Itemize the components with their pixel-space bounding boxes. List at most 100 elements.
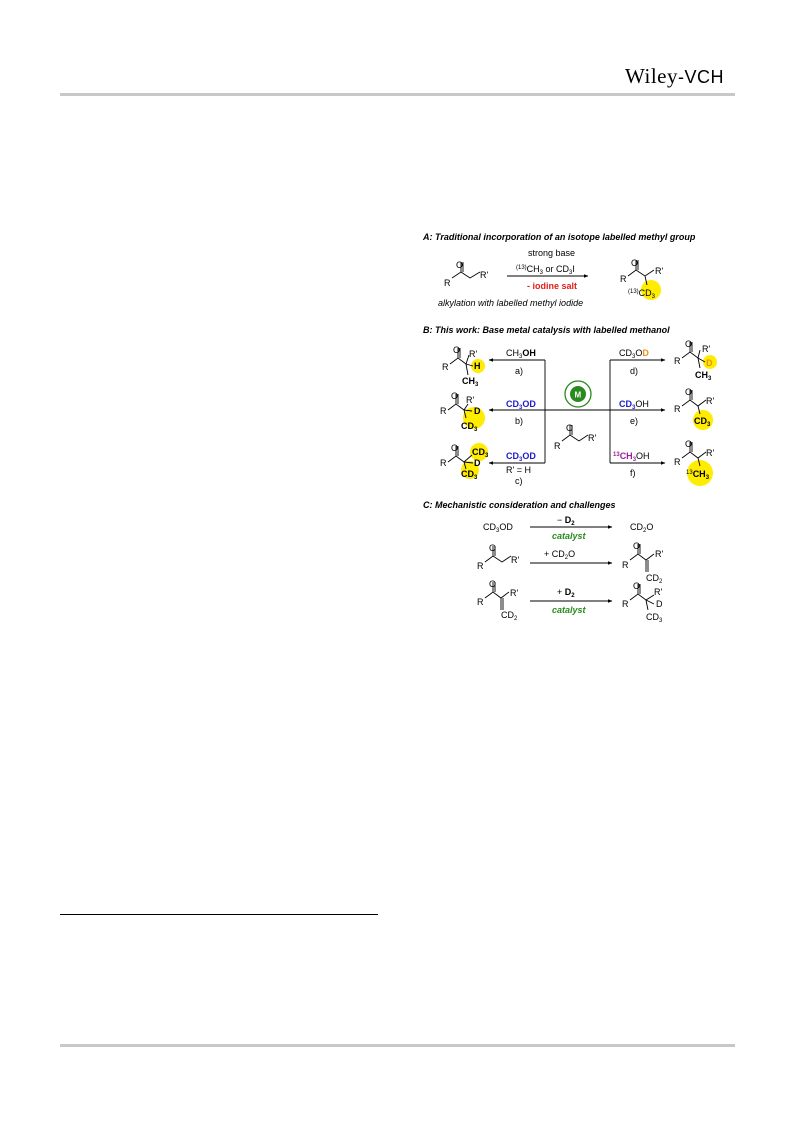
svg-text:O: O xyxy=(456,260,463,270)
letter-b: b) xyxy=(515,416,523,426)
reagent-path-a: CH3OH xyxy=(506,348,536,360)
step2-ketone xyxy=(484,546,512,563)
svg-text:R: R xyxy=(674,404,681,414)
svg-text:R: R xyxy=(477,561,484,571)
step3-catalyst: catalyst xyxy=(552,605,587,615)
svg-text:13CH3: 13CH3 xyxy=(686,469,710,481)
reagent-strong-base: strong base xyxy=(528,248,575,258)
svg-text:R: R xyxy=(622,560,629,570)
svg-text:R: R xyxy=(477,597,484,607)
highlight-cd3-a xyxy=(641,280,661,300)
svg-text:CD3: CD3 xyxy=(461,469,478,481)
step1-catalyst: catalyst xyxy=(552,531,587,541)
catalyst-metal-icon xyxy=(570,386,586,402)
wiley-vch-logo: Wiley-VCH xyxy=(625,64,724,89)
svg-text:D: D xyxy=(656,599,663,609)
svg-text:CD3: CD3 xyxy=(472,447,489,459)
svg-text:R': R' xyxy=(706,448,714,458)
svg-text:R: R xyxy=(554,441,561,451)
svg-text:CD2: CD2 xyxy=(501,610,518,622)
svg-text:R: R xyxy=(622,599,629,609)
svg-text:D: D xyxy=(706,358,713,368)
reagent-path-f: 13CH3OH xyxy=(613,451,650,463)
svg-text:R': R' xyxy=(466,395,474,405)
reagent-path-d: CD3OD xyxy=(619,348,649,360)
svg-text:R: R xyxy=(440,406,447,416)
svg-text:D: D xyxy=(474,406,481,416)
svg-text:O: O xyxy=(685,339,692,349)
svg-text:O: O xyxy=(566,423,573,433)
product-a xyxy=(627,260,655,286)
svg-text:R': R' xyxy=(702,344,710,354)
svg-text:O: O xyxy=(685,439,692,449)
condition-path-c: R' = H xyxy=(506,465,531,475)
header-rule xyxy=(60,93,735,96)
product-label-a: (13)CD3 xyxy=(628,288,656,300)
product-path-b xyxy=(447,394,473,419)
letter-e: e) xyxy=(630,416,638,426)
svg-text:O: O xyxy=(633,581,640,591)
section-c-title: C: Mechanistic consideration and challen… xyxy=(423,500,616,510)
catalyst-cycle-arrow xyxy=(564,380,592,408)
letter-d: d) xyxy=(630,366,638,376)
svg-text:O: O xyxy=(453,345,460,355)
letter-f: f) xyxy=(630,468,636,478)
product-path-a xyxy=(449,348,474,376)
product-path-f xyxy=(681,442,707,467)
svg-text:CH3: CH3 xyxy=(462,376,479,388)
letter-c: c) xyxy=(515,476,523,486)
step3-enone xyxy=(484,582,510,610)
reagent-iodine-salt: - iodine salt xyxy=(527,281,577,291)
svg-text:R': R' xyxy=(655,549,663,559)
reaction-scheme: A: Traditional incorporation of an isoto… xyxy=(422,232,717,624)
logo-suffix: -VCH xyxy=(677,67,724,87)
svg-text:O: O xyxy=(451,443,458,453)
reagent-path-c: CD3OD xyxy=(506,451,536,463)
footer-rule xyxy=(60,1044,735,1047)
svg-text:R: R xyxy=(674,356,681,366)
section-b-title: B: This work: Base metal catalysis with … xyxy=(423,325,670,335)
svg-text:R': R' xyxy=(511,555,519,565)
svg-text:R: R xyxy=(674,457,681,467)
reagent-path-e: CD3OH xyxy=(619,399,649,411)
svg-text:R: R xyxy=(620,274,627,284)
step2-enone-product xyxy=(629,544,655,572)
letter-a: a) xyxy=(515,366,523,376)
reagent-methyl-iodide: (13)CH3 or CD3I xyxy=(516,264,575,276)
svg-text:CD2: CD2 xyxy=(646,573,663,585)
step2-reagent: + CD2O xyxy=(544,549,575,561)
svg-text:H: H xyxy=(474,361,481,371)
svg-text:CD3: CD3 xyxy=(646,612,663,624)
svg-text:R: R xyxy=(440,458,447,468)
svg-text:O: O xyxy=(631,258,638,268)
catalyst-label: M xyxy=(575,391,582,400)
alkylation-caption: alkylation with labelled methyl iodide xyxy=(438,298,583,308)
svg-text:R': R' xyxy=(588,433,596,443)
svg-text:R': R' xyxy=(706,396,714,406)
central-ketone xyxy=(561,425,589,442)
step1-product: CD2O xyxy=(630,522,653,534)
svg-text:CH3: CH3 xyxy=(695,370,712,382)
svg-text:O: O xyxy=(633,541,640,551)
step1-reactant: CD3OD xyxy=(483,522,513,534)
ketone-reactant-a xyxy=(451,262,481,279)
central-branching-lines xyxy=(544,360,611,463)
section-a-title: A: Traditional incorporation of an isoto… xyxy=(422,232,696,242)
svg-text:CD3: CD3 xyxy=(694,416,711,428)
step3-reagent: + D2 xyxy=(557,587,575,599)
svg-text:CD3: CD3 xyxy=(461,421,478,433)
svg-text:D: D xyxy=(474,458,481,468)
svg-text:O: O xyxy=(451,391,458,401)
logo-text: Wiley xyxy=(625,64,678,88)
reagent-path-b: CD3OD xyxy=(506,399,536,411)
step3-product xyxy=(629,584,655,611)
svg-text:O: O xyxy=(489,579,496,589)
svg-text:R: R xyxy=(444,278,451,288)
footnote-rule xyxy=(60,914,378,915)
svg-text:R': R' xyxy=(469,349,477,359)
product-path-d xyxy=(681,342,706,369)
product-path-e xyxy=(681,390,707,415)
svg-text:R': R' xyxy=(655,266,663,276)
svg-text:R: R xyxy=(442,362,449,372)
svg-text:O: O xyxy=(489,543,496,553)
